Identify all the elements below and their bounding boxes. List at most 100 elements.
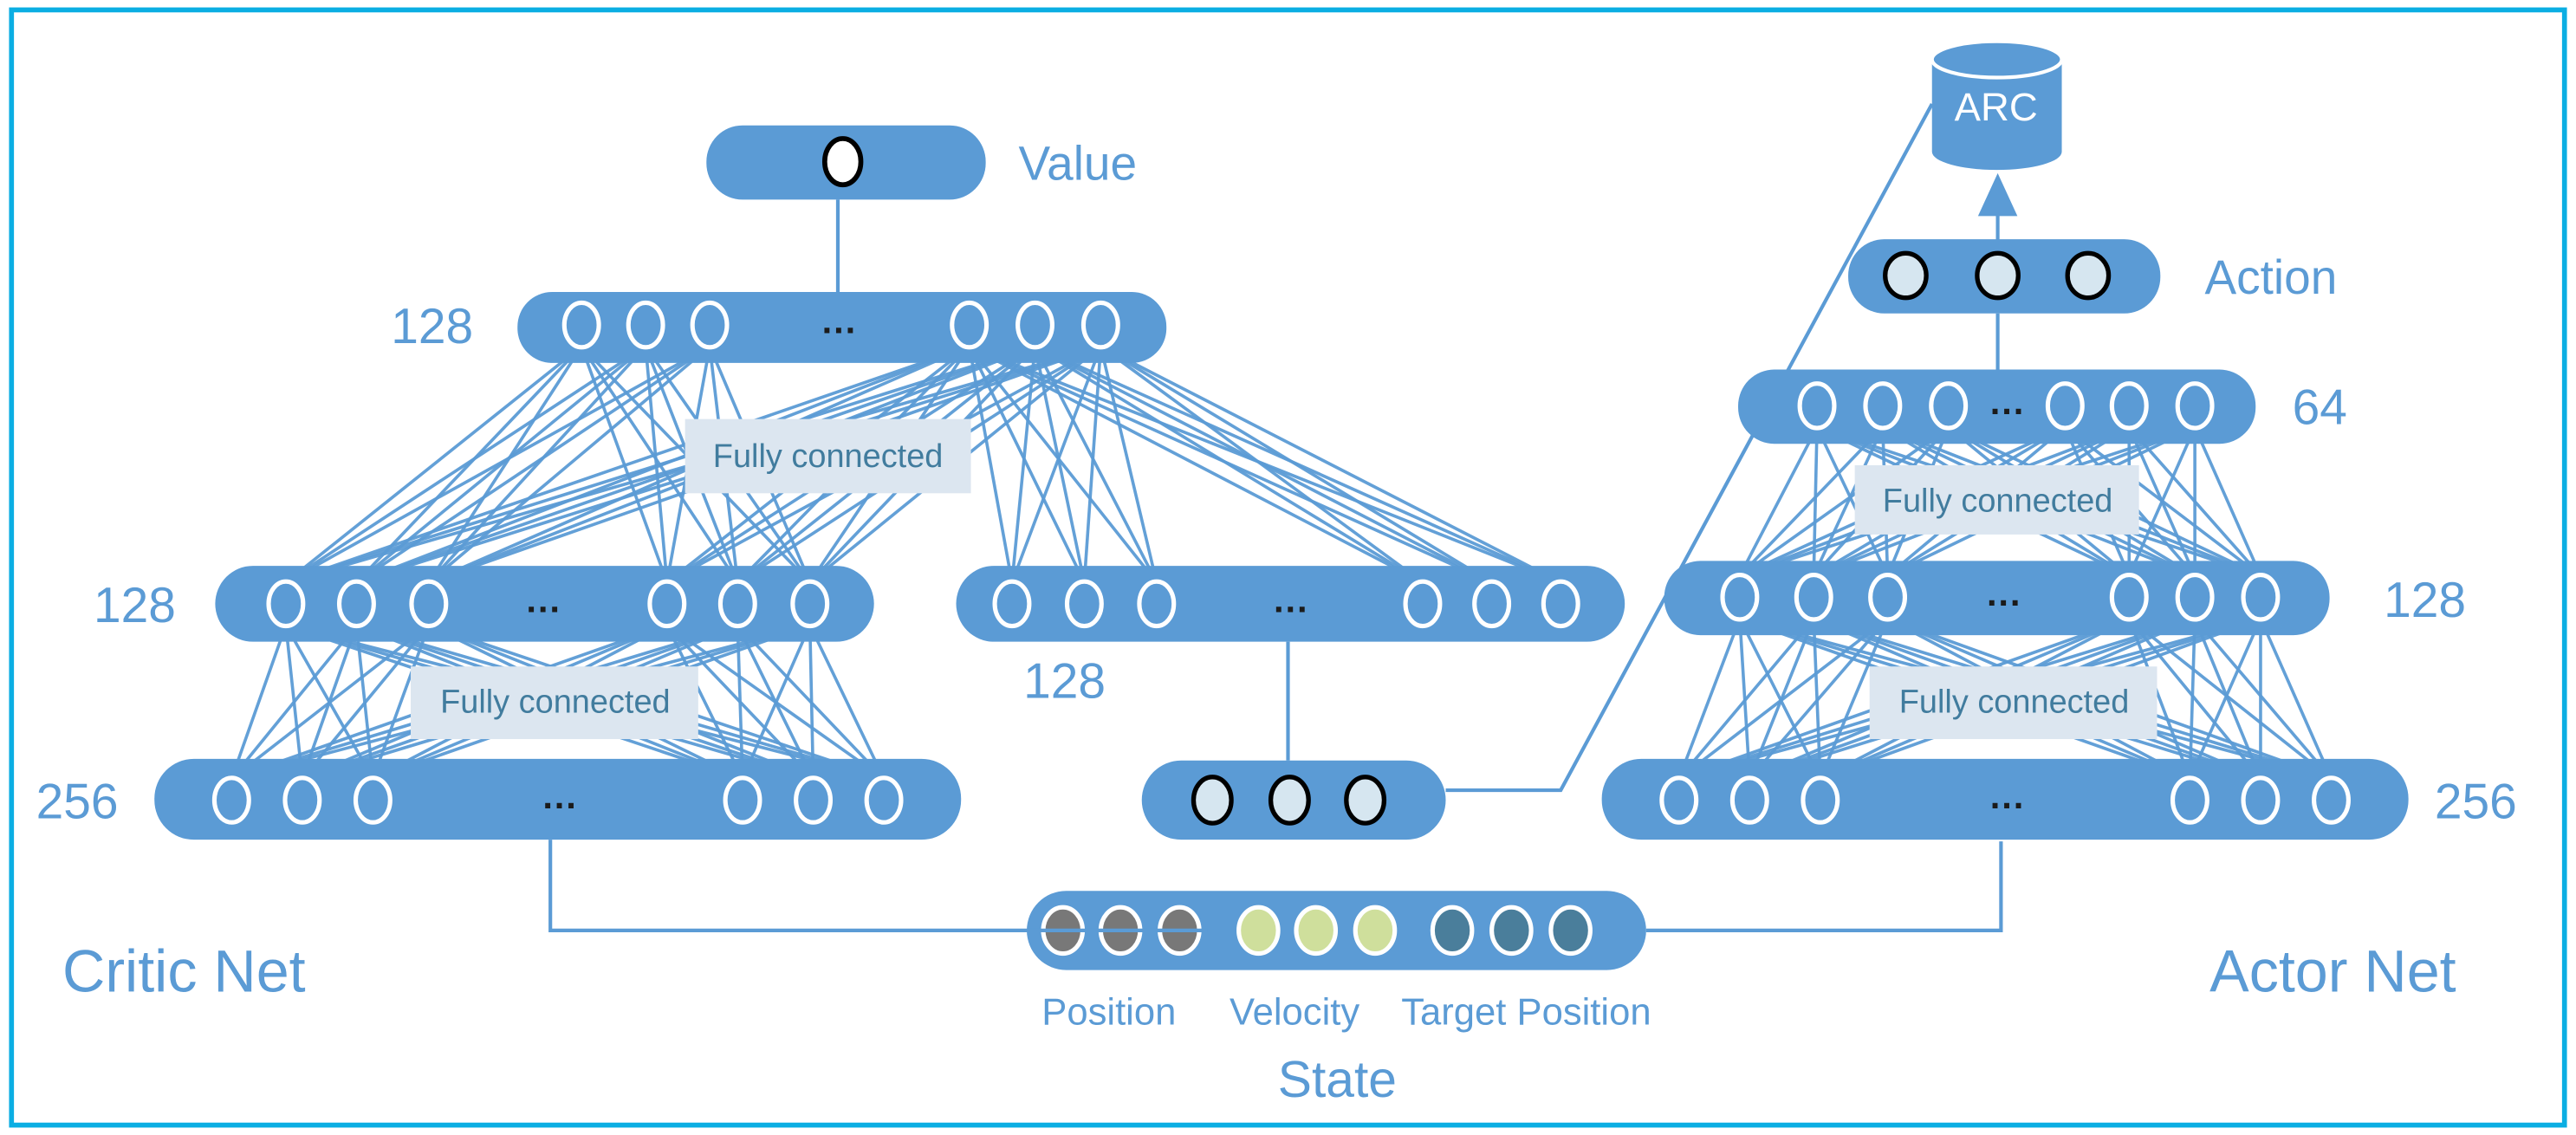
connection-line	[1677, 617, 1815, 780]
arc-label: ARC	[1955, 85, 2038, 129]
neuron-node	[2109, 572, 2149, 622]
connection-line	[1677, 618, 1742, 780]
connection-line	[2193, 617, 2333, 780]
neuron-node	[864, 775, 904, 825]
critic-net: Value ... 128 ... 128	[36, 125, 1625, 1004]
state-label: State	[1278, 1052, 1397, 1108]
velocity-group-label: Velocity	[1230, 990, 1359, 1033]
neuron-node	[1137, 579, 1177, 629]
connection-line	[808, 625, 815, 779]
neuron-node	[992, 579, 1032, 629]
connection-line	[1100, 345, 1424, 584]
neuron-node	[1794, 572, 1833, 622]
connection-line	[1100, 345, 1493, 584]
actor-hidden-layer-top: ... 64	[1738, 369, 2347, 444]
neuron-node	[2312, 775, 2351, 825]
target-position-node	[1548, 905, 1593, 957]
neuron-node	[1801, 775, 1840, 825]
neuron-node	[2241, 775, 2281, 825]
critic-action-branch-size-label: 128	[1023, 653, 1106, 709]
frame-border	[9, 7, 2567, 1128]
connection-line	[2193, 426, 2262, 577]
action-node	[2065, 250, 2112, 301]
neuron-node	[1659, 775, 1699, 825]
critic-fc-bottom-label: Fully connected	[440, 684, 671, 720]
neuron-node	[1729, 775, 1769, 825]
neuron-node	[2175, 381, 2215, 431]
actor-hidden-top-size-label: 64	[2293, 379, 2347, 435]
connection-line	[1812, 426, 1885, 577]
connection-line	[284, 345, 647, 584]
neuron-node	[794, 775, 834, 825]
critic-hidden-layer-mid: ... 128	[94, 566, 874, 642]
velocity-node	[1353, 905, 1398, 957]
arrow-head-icon	[1977, 172, 2018, 217]
neuron-node	[282, 775, 322, 825]
actor-fc-top-label: Fully connected	[1883, 483, 2113, 519]
connection-line	[230, 624, 358, 780]
neuron-node	[1541, 579, 1580, 629]
state-to-actor-elbow-line	[1645, 841, 2003, 932]
connection-line	[1010, 346, 1103, 583]
action-branch-to-arc-line	[1445, 102, 1934, 793]
action-node	[1975, 250, 2021, 301]
actor-net: ARC Action ... 64	[1601, 39, 2517, 1004]
neuron-node	[647, 579, 687, 629]
connection-line	[968, 345, 1424, 584]
arc-buffer: ARC	[1930, 39, 2064, 171]
connection-line	[1100, 345, 1562, 584]
critic-action-branch-pill	[956, 566, 1625, 642]
connection-line	[355, 345, 647, 584]
critic-hidden-top-pill	[517, 292, 1167, 363]
actor-fc-bottom-label: Fully connected	[1899, 684, 2130, 720]
action-label: Action	[2204, 250, 2337, 304]
neuron-node	[1797, 381, 1837, 431]
neuron-node	[266, 579, 306, 629]
connection-line	[968, 346, 1087, 583]
connection-line	[1812, 427, 1819, 576]
connection-line	[1033, 346, 1158, 583]
connection-line	[2127, 426, 2196, 577]
fully-connected-labels: Fully connected Fully connected Fully co…	[411, 418, 2157, 740]
connection-line	[1099, 346, 1158, 583]
neuron-node	[211, 775, 251, 825]
neuron-node	[561, 300, 601, 350]
actor-hidden-mid-pill	[1664, 561, 2330, 636]
connection-line	[1677, 617, 1889, 781]
neuron-node	[950, 300, 990, 350]
connection-line	[808, 624, 886, 780]
connection-line	[230, 624, 430, 781]
arc-cylinder-body	[1931, 59, 2062, 171]
neuron-node	[1868, 572, 1908, 622]
connection-line	[284, 345, 583, 584]
neuron-node	[1472, 579, 1512, 629]
actor-hidden-mid-size-label: 128	[2384, 573, 2466, 628]
ellipsis: ...	[1274, 579, 1308, 619]
neuron-node	[2170, 775, 2209, 825]
connection-line	[1033, 346, 1087, 583]
target-position-node	[1430, 905, 1475, 957]
connection-line	[1034, 345, 1424, 584]
neuron-node	[626, 300, 665, 350]
neuron-node	[1929, 381, 1969, 431]
connection-line	[1738, 426, 1819, 577]
connectors	[835, 102, 2003, 932]
actor-fc-bottom-box	[1869, 666, 2157, 740]
actor-input-size-label: 256	[2435, 774, 2517, 829]
neuron-node	[1064, 579, 1104, 629]
ellipsis: ...	[1990, 775, 2025, 816]
critic-fc-top-box	[685, 418, 971, 494]
connection-line	[285, 345, 970, 584]
connection-line	[1010, 346, 1037, 583]
connection-line	[2188, 618, 2262, 780]
critic-net-title: Critic Net	[62, 938, 306, 1004]
actor-hidden-top-pill	[1738, 369, 2256, 444]
connection-line	[427, 345, 583, 584]
ellipsis: ...	[526, 579, 561, 619]
critic-input-pill	[154, 758, 962, 840]
actor-input-pill	[1601, 758, 2409, 840]
ellipsis: ...	[1987, 573, 2021, 613]
actor-output-layer: Action	[1848, 239, 2337, 314]
